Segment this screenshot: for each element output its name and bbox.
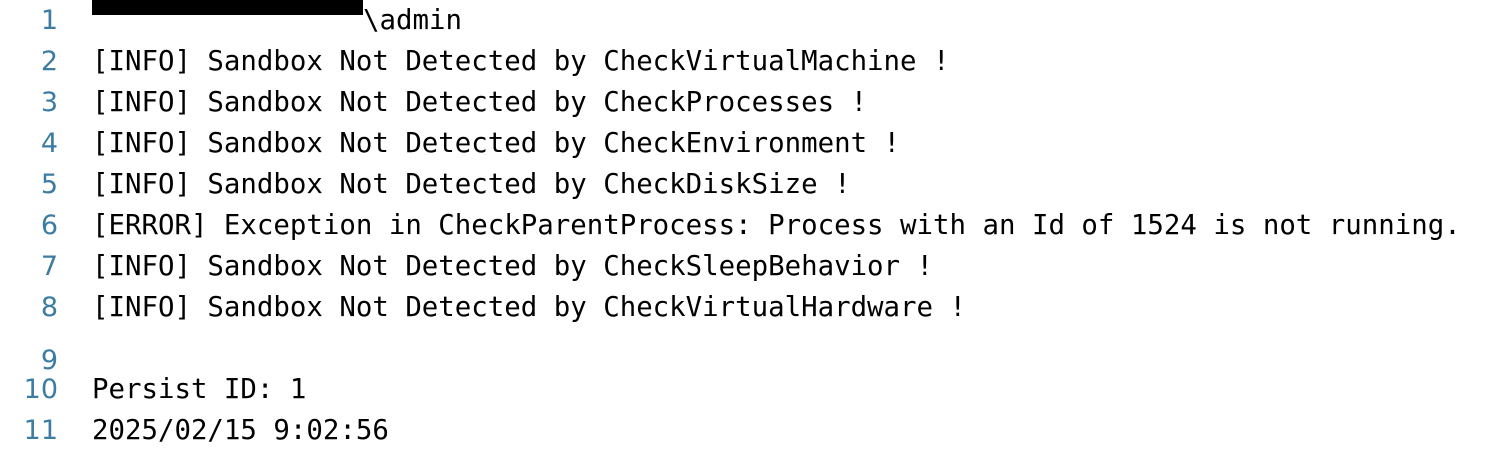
line-text-6: [ERROR] Exception in CheckParentProcess:… <box>92 210 1461 241</box>
line-text-3: [INFO] Sandbox Not Detected by CheckProc… <box>92 87 868 118</box>
line-text-11: 2025/02/15 9:02:56 <box>92 415 389 446</box>
line-content-7[interactable]: [INFO] Sandbox Not Detected by CheckSlee… <box>58 246 1509 287</box>
line-content-11[interactable]: 2025/02/15 9:02:56 <box>58 410 1509 451</box>
code-line-4[interactable]: 4 [INFO] Sandbox Not Detected by CheckEn… <box>0 123 1509 164</box>
line-text-1: \admin <box>363 5 462 36</box>
line-number-4: 4 <box>40 128 58 159</box>
code-line-10[interactable]: 10 Persist ID: 1 <box>0 369 1509 410</box>
line-number-8: 8 <box>40 292 58 323</box>
line-content-5[interactable]: [INFO] Sandbox Not Detected by CheckDisk… <box>58 164 1509 205</box>
line-text-2: [INFO] Sandbox Not Detected by CheckVirt… <box>92 46 950 77</box>
line-content-4[interactable]: [INFO] Sandbox Not Detected by CheckEnvi… <box>58 123 1509 164</box>
line-number-7: 7 <box>40 251 58 282</box>
code-line-6[interactable]: 6 [ERROR] Exception in CheckParentProces… <box>0 205 1509 246</box>
redacted-hostname <box>92 0 363 41</box>
line-content-9[interactable] <box>58 328 1509 369</box>
code-line-8[interactable]: 8 [INFO] Sandbox Not Detected by CheckVi… <box>0 287 1509 328</box>
line-content-8[interactable]: [INFO] Sandbox Not Detected by CheckVirt… <box>58 287 1509 328</box>
line-text-10: Persist ID: 1 <box>92 374 307 405</box>
line-content-3[interactable]: [INFO] Sandbox Not Detected by CheckProc… <box>58 82 1509 123</box>
line-text-7: [INFO] Sandbox Not Detected by CheckSlee… <box>92 251 934 282</box>
line-number-5: 5 <box>40 169 58 200</box>
code-line-7[interactable]: 7 [INFO] Sandbox Not Detected by CheckSl… <box>0 246 1509 287</box>
code-line-5[interactable]: 5 [INFO] Sandbox Not Detected by CheckDi… <box>0 164 1509 205</box>
redaction-spacer <box>92 28 363 29</box>
line-content-1[interactable]: \admin <box>58 0 1509 41</box>
code-line-1[interactable]: 1 \admin <box>0 0 1509 41</box>
line-number-3: 3 <box>40 87 58 118</box>
line-number-6: 6 <box>40 210 58 241</box>
line-content-6[interactable]: [ERROR] Exception in CheckParentProcess:… <box>58 205 1509 246</box>
code-line-9[interactable]: 9 <box>0 328 1509 376</box>
line-number-2: 2 <box>40 46 58 77</box>
line-content-2[interactable]: [INFO] Sandbox Not Detected by CheckVirt… <box>58 41 1509 82</box>
code-line-2[interactable]: 2 [INFO] Sandbox Not Detected by CheckVi… <box>0 41 1509 82</box>
line-text-5: [INFO] Sandbox Not Detected by CheckDisk… <box>92 169 851 200</box>
redaction-bar <box>92 0 363 15</box>
line-number-11: 11 <box>23 415 58 446</box>
line-number-10: 10 <box>23 374 58 405</box>
line-text-8: [INFO] Sandbox Not Detected by CheckVirt… <box>92 292 966 323</box>
line-number-1: 1 <box>40 5 58 36</box>
line-number-9: 9 <box>40 345 58 376</box>
code-line-11[interactable]: 11 2025/02/15 9:02:56 <box>0 410 1509 451</box>
code-line-3[interactable]: 3 [INFO] Sandbox Not Detected by CheckPr… <box>0 82 1509 123</box>
line-text-4: [INFO] Sandbox Not Detected by CheckEnvi… <box>92 128 901 159</box>
line-content-10[interactable]: Persist ID: 1 <box>58 369 1509 410</box>
